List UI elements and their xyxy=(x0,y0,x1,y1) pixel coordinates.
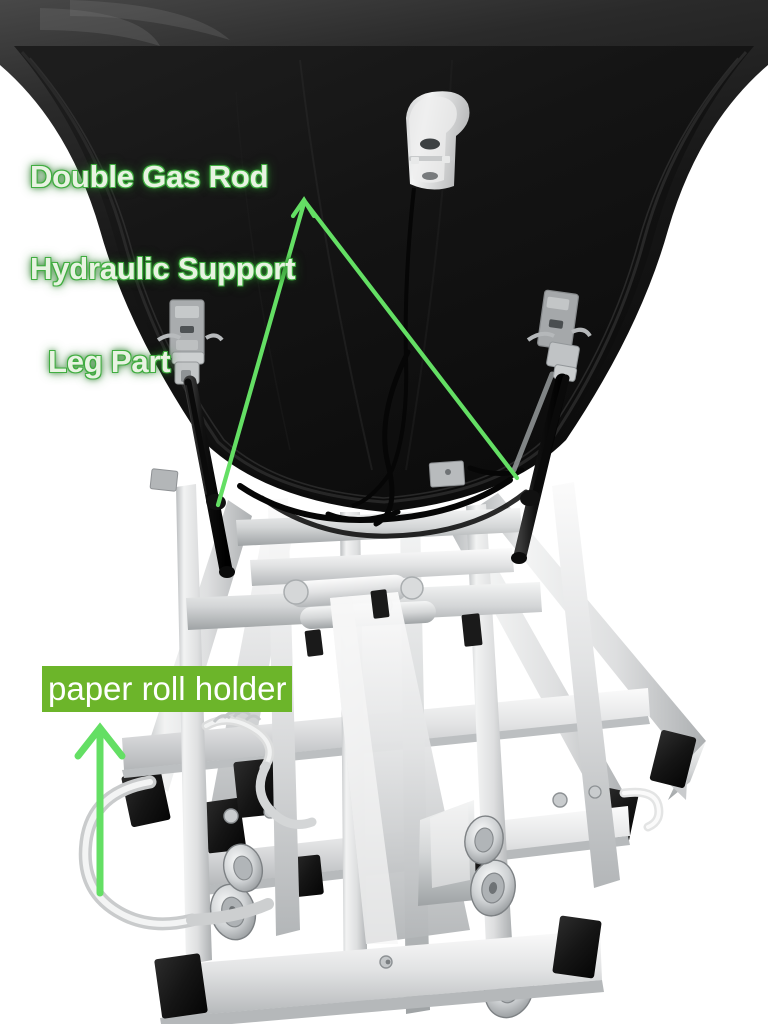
power-cable-coil xyxy=(201,710,317,829)
bolt xyxy=(552,792,568,808)
accessory-hook xyxy=(619,787,664,832)
bolt xyxy=(223,808,239,824)
base-frame-foot xyxy=(154,915,604,1024)
base-frame-right-rail xyxy=(480,493,706,800)
mount-tab xyxy=(149,468,179,492)
bolt xyxy=(588,785,602,799)
gas-rod-bracket-right xyxy=(526,289,592,382)
paper-roll-holder-bar xyxy=(78,775,274,931)
gas-rod-right xyxy=(511,371,570,564)
paper-roll-holder-annotation-label: paper roll holder xyxy=(42,666,293,712)
gas-rod-bracket-left xyxy=(156,299,224,385)
remote-holster xyxy=(406,91,470,190)
gas-rod-left xyxy=(183,375,235,578)
